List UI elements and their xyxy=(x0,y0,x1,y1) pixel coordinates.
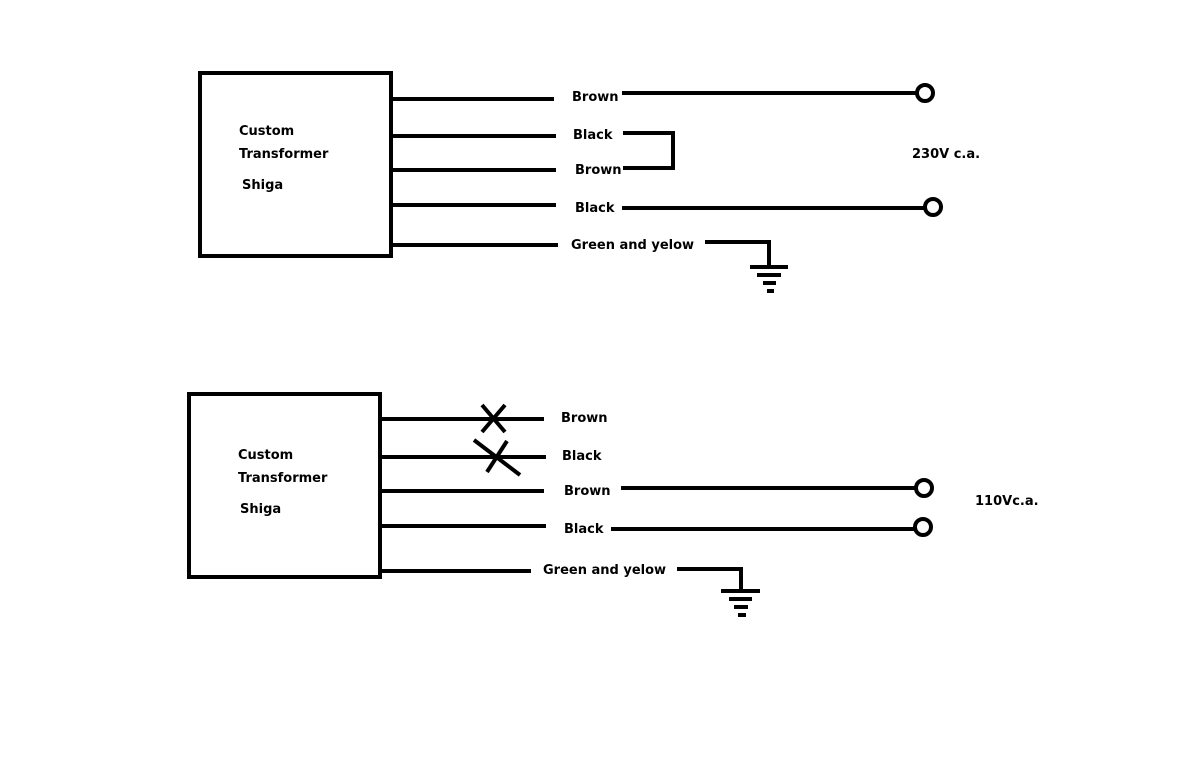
box-label-transformer: Transformer xyxy=(239,147,329,162)
wire-label-top-black-2: Black xyxy=(575,201,615,216)
wire-label-top-brown-2: Brown xyxy=(575,163,622,178)
wire-label-top-ground: Green and yelow xyxy=(571,238,694,253)
box-label-shiga: Shiga xyxy=(240,502,281,517)
wire-label-top-brown-1: Brown xyxy=(572,90,619,105)
wire-label-bottom-brown-1: Brown xyxy=(561,411,608,426)
transformer-box-top xyxy=(198,71,393,258)
bridge-jumper-top xyxy=(623,131,675,170)
wire-label-bottom-black-1: Black xyxy=(562,449,602,464)
voltage-label-110: 110Vc.a. xyxy=(975,494,1039,509)
box-label-transformer: Transformer xyxy=(238,471,328,486)
ground-icon xyxy=(721,589,760,617)
terminal-top-2 xyxy=(923,197,943,217)
top-diagram: Custom Transformer Shiga Brown Black Bro… xyxy=(198,71,980,293)
terminal-bottom-1 xyxy=(914,478,934,498)
wire-label-bottom-ground: Green and yelow xyxy=(543,563,666,578)
wire-label-top-black-1: Black xyxy=(573,128,613,143)
voltage-label-230: 230V c.a. xyxy=(912,147,980,162)
wire-label-bottom-black-2: Black xyxy=(564,522,604,537)
bottom-diagram: Custom Transformer Shiga Brown Black Bro… xyxy=(187,392,1039,617)
transformer-box-bottom xyxy=(187,392,382,579)
terminal-top-1 xyxy=(915,83,935,103)
terminal-bottom-2 xyxy=(913,517,933,537)
wire-label-bottom-brown-2: Brown xyxy=(564,484,611,499)
cut-mark-icon xyxy=(480,403,507,434)
box-label-shiga: Shiga xyxy=(242,178,283,193)
ground-wire-bottom xyxy=(677,567,743,590)
ground-icon xyxy=(750,265,788,293)
cut-mark-icon xyxy=(472,438,522,477)
box-label-custom: Custom xyxy=(238,448,293,463)
ground-wire-top xyxy=(705,240,771,266)
box-label-custom: Custom xyxy=(239,124,294,139)
